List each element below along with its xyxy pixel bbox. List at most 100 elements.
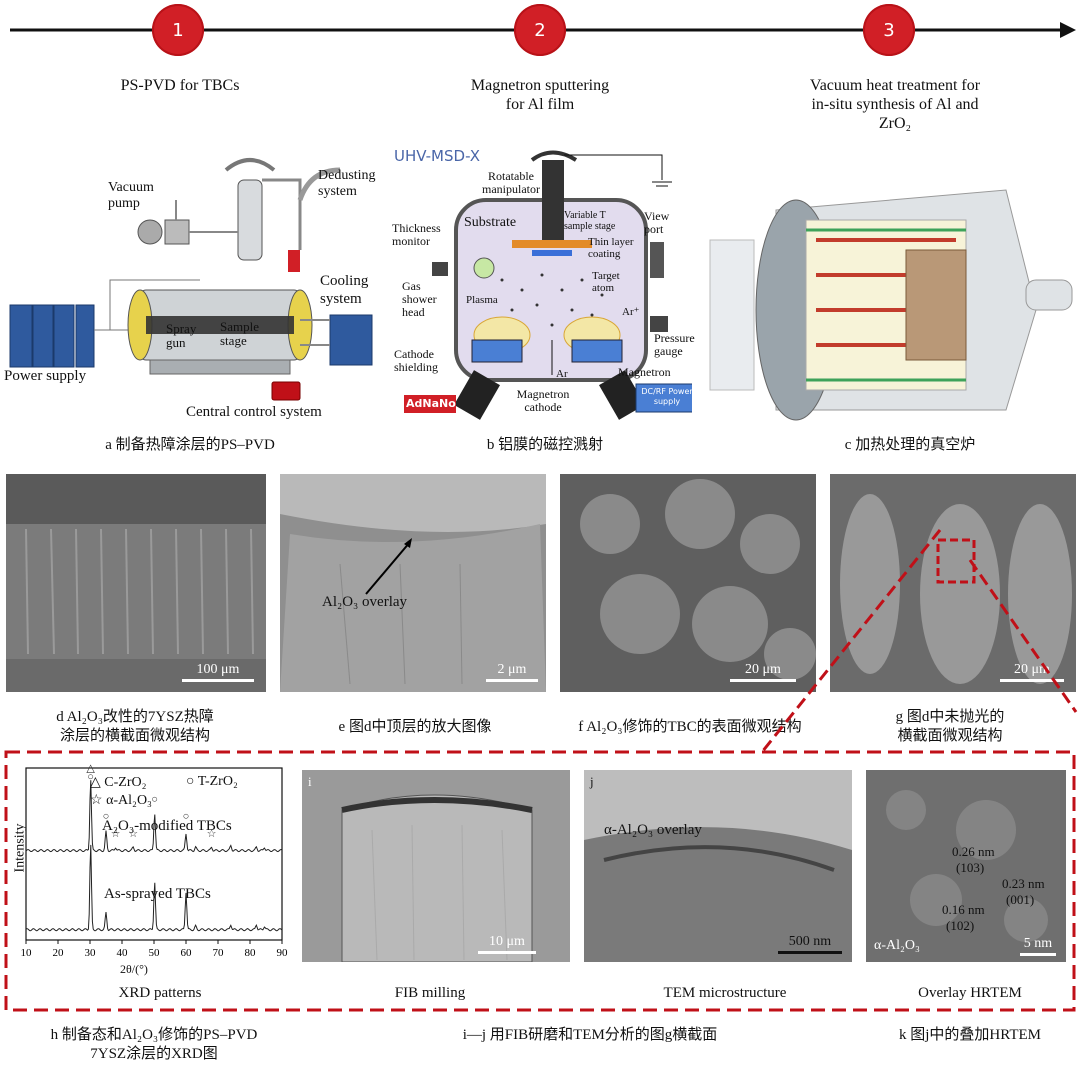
label-sample-stage: Sample stage bbox=[220, 319, 259, 348]
annotation-j: α-Al₂O₃ overlay bbox=[604, 822, 702, 838]
caption-a: a 制备热障涂层的PS–PVD bbox=[105, 437, 275, 453]
xrd-tick-label: 30 bbox=[85, 947, 97, 959]
caption-h: h 制备态和Al₂O₃修饰的PS–PVD 7YSZ涂层的XRD图 bbox=[50, 1027, 258, 1062]
micrograph-f: 20 μm bbox=[560, 474, 816, 692]
micrograph-d: 100 μm bbox=[6, 474, 266, 692]
micrograph-f-image bbox=[560, 474, 816, 692]
label-ar: Ar bbox=[556, 368, 568, 380]
caption-f: f Al₂O₃修饰的TBC的表面微观结构 bbox=[578, 719, 802, 735]
step-3-circle: 3 bbox=[863, 4, 915, 56]
label-gas-shower: Gas shower head bbox=[402, 279, 437, 319]
vacuum-furnace-illustration bbox=[709, 189, 1073, 421]
label-vacuum-pump: Vacuum pump bbox=[108, 180, 154, 211]
scalebar-i: 10 μm bbox=[478, 934, 536, 954]
panel-c-diagram bbox=[706, 160, 1076, 430]
micrograph-j: j α-Al₂O₃ overlay 500 nm bbox=[584, 770, 852, 962]
label-magnetron-cathode: Magnetron cathode bbox=[516, 387, 570, 414]
micrograph-d-image bbox=[6, 474, 266, 692]
subtitle-i: FIB milling bbox=[394, 985, 466, 1001]
micrograph-i: i 10 μm bbox=[302, 770, 570, 962]
xrd-peak-marker: ○ bbox=[151, 793, 158, 805]
micrograph-k-image bbox=[866, 770, 1066, 962]
label-target-atom: Target atom bbox=[592, 270, 620, 294]
ps-pvd-illustration bbox=[9, 158, 373, 401]
hrtem-phase: α-Al₂O₃ bbox=[874, 938, 920, 953]
xrd-legend-a: ☆ α-Al₂O₃ bbox=[90, 793, 152, 808]
xrd-peak-marker: ○ bbox=[183, 811, 190, 823]
step-2-circle: 2 bbox=[514, 4, 566, 56]
step-2-label: Magnetron sputtering for Al film bbox=[470, 77, 610, 113]
label-cooling: Cooling system bbox=[320, 273, 369, 307]
micrograph-k: 0.26 nm (103) 0.23 nm (001) 0.16 nm (102… bbox=[866, 770, 1066, 962]
scalebar-f: 20 μm bbox=[730, 662, 796, 682]
xrd-tick-label: 10 bbox=[21, 947, 33, 959]
scalebar-j: 500 nm bbox=[778, 934, 842, 954]
label-j: j bbox=[590, 774, 594, 789]
xrd-tick-label: 40 bbox=[117, 947, 129, 959]
step-3-label: Vacuum heat treatment for in-situ synthe… bbox=[809, 77, 981, 132]
panel-b-diagram: UHV-MSD-X Rotatable manipulator Substrat… bbox=[392, 140, 697, 430]
label-cathode-shield: Cathode shielding bbox=[394, 347, 438, 374]
xrd-tick-label: 80 bbox=[245, 947, 257, 959]
label-pressure: Pressure gauge bbox=[654, 331, 695, 358]
annotation-arrow-e bbox=[365, 538, 412, 595]
label-ar-plus: Ar⁺ bbox=[622, 306, 640, 318]
scalebar-g: 20 μm bbox=[1000, 662, 1064, 682]
xrd-peak-marker: ○ bbox=[87, 771, 94, 783]
xrd-peak-marker: ○ bbox=[103, 811, 110, 823]
label-dedusting: Dedusting system bbox=[318, 168, 376, 199]
step-1-label: PS-PVD for TBCs bbox=[120, 77, 240, 94]
xrd-series-line-1 bbox=[25, 844, 283, 932]
xrd-tick-label: 90 bbox=[277, 947, 289, 959]
magnetron-illustration bbox=[404, 150, 697, 420]
xrd-peak-marker: ☆ bbox=[128, 828, 138, 840]
panel-a-diagram: Vacuum pump Dedusting system Cooling sys… bbox=[0, 140, 380, 430]
xrd-tick-label: 20 bbox=[53, 947, 65, 959]
caption-k: k 图j中的叠加HRTEM bbox=[898, 1027, 1042, 1043]
xrd-series-label-1: As-sprayed TBCs bbox=[104, 886, 211, 902]
xrd-xlabel: 2θ/(°) bbox=[120, 962, 148, 976]
label-plasma: Plasma bbox=[466, 294, 498, 306]
label-var-stage: Variable T sample stage bbox=[564, 210, 616, 232]
label-i: i bbox=[308, 774, 312, 789]
label-model: UHV-MSD-X bbox=[394, 147, 481, 165]
micrograph-j-image bbox=[584, 770, 852, 962]
xrd-tick-label: 60 bbox=[181, 947, 193, 959]
xrd-ylabel: Intensity bbox=[12, 823, 28, 873]
xrd-tick-label: 50 bbox=[149, 947, 161, 959]
hrtem-h1: (103) bbox=[956, 860, 985, 875]
xrd-subtitle: XRD patterns bbox=[118, 985, 202, 1001]
caption-g: g 图d中未抛光的 横截面微观结构 bbox=[895, 709, 1005, 744]
micrograph-i-image bbox=[302, 770, 570, 962]
label-magnetron: Magnetron bbox=[618, 365, 671, 379]
xrd-tick-label: 70 bbox=[213, 947, 225, 959]
xrd-series-label-0: A₂O₃-modified TBCs bbox=[102, 818, 232, 834]
xrd-peak-marker: ☆ bbox=[111, 828, 121, 840]
hrtem-h2: (001) bbox=[1006, 892, 1035, 907]
hrtem-d3: 0.16 nm bbox=[942, 902, 985, 917]
xrd-legend-t: ○ T-ZrO₂ bbox=[186, 774, 238, 789]
micrograph-e-image bbox=[280, 474, 546, 692]
caption-e: e 图d中顶层的放大图像 bbox=[338, 719, 492, 735]
subtitle-j: TEM microstructure bbox=[663, 985, 787, 1001]
label-substrate: Substrate bbox=[464, 215, 517, 230]
hrtem-d1: 0.26 nm bbox=[952, 844, 995, 859]
label-thickness: Thickness monitor bbox=[392, 221, 441, 248]
scalebar-d: 100 μm bbox=[182, 662, 254, 682]
step-1-circle: 1 bbox=[152, 4, 204, 56]
xrd-series-line-0 bbox=[25, 780, 283, 853]
label-thin-layer: Thin layer coating bbox=[588, 236, 634, 260]
xrd-peak-marker: ☆ bbox=[207, 828, 217, 840]
micrograph-e: Al₂O₃ overlay 2 μm bbox=[280, 474, 546, 692]
scalebar-e: 2 μm bbox=[486, 662, 538, 682]
label-brand: AdNaNo bbox=[406, 397, 456, 410]
subtitle-k: Overlay HRTEM bbox=[918, 985, 1022, 1001]
label-spray-gun: Spray gun bbox=[166, 321, 197, 350]
hrtem-d2: 0.23 nm bbox=[1002, 876, 1045, 891]
label-central-control: Central control system bbox=[186, 404, 322, 420]
xrd-legend-c: △ C-ZrO₂ bbox=[90, 775, 147, 790]
caption-ij: i—j 用FIB研磨和TEM分析的图g横截面 bbox=[462, 1027, 718, 1043]
